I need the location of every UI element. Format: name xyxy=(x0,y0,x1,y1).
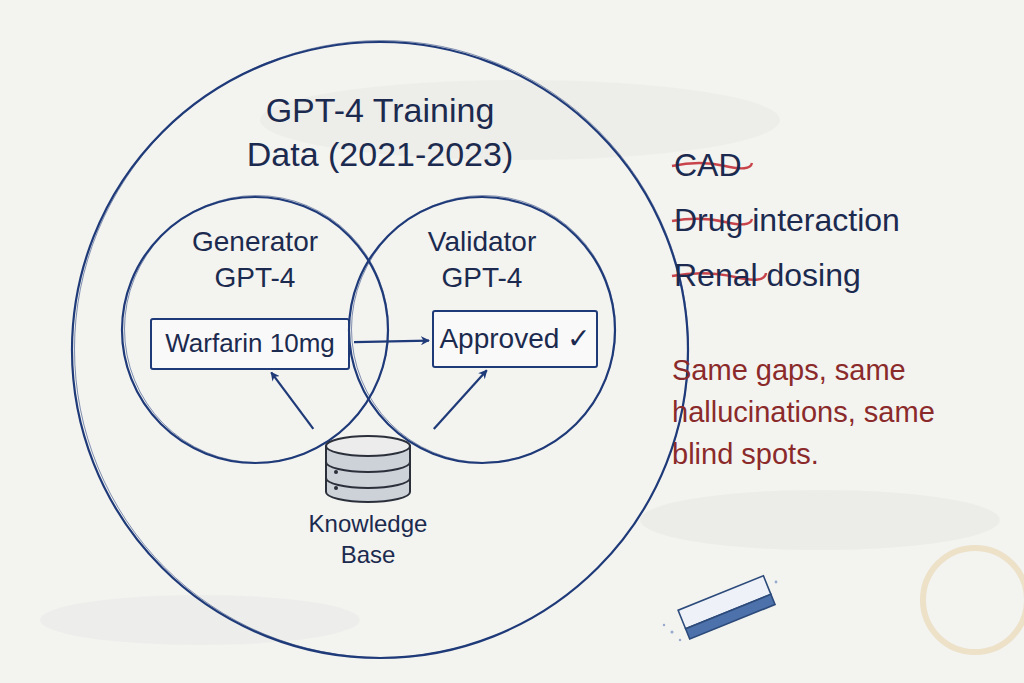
model-circle: Generator GPT-4Warfarin 10mg xyxy=(120,195,390,465)
cylinder-dot xyxy=(334,486,338,490)
data-scope-circle: GPT-4 Training Data (2021-2023) Generator… xyxy=(70,40,690,660)
arrow-connector xyxy=(271,372,313,428)
eraser-illustration xyxy=(678,576,775,639)
cylinder-band xyxy=(326,462,410,472)
dust xyxy=(775,581,778,584)
cylinder-band xyxy=(326,478,410,488)
smudge xyxy=(640,490,1000,550)
circle-outline xyxy=(349,197,615,463)
arrow-connector xyxy=(434,370,487,429)
eraser-dust xyxy=(663,581,778,642)
dust xyxy=(679,639,681,641)
warning-note: Same gaps, same hallucinations, same bli… xyxy=(672,349,972,475)
output-box: Warfarin 10mg xyxy=(150,318,350,370)
circle-sketch-stroke xyxy=(75,41,689,658)
cylinder-dot xyxy=(334,470,338,474)
struck-item: Drug interaction xyxy=(674,201,974,239)
verdict-box: Approved ✓ xyxy=(432,310,598,368)
smudge xyxy=(40,595,360,645)
node-label: Generator GPT-4 xyxy=(170,224,340,297)
cylinder-top xyxy=(326,436,410,456)
model-circle: Validator GPT-4Approved ✓ xyxy=(347,195,617,465)
circle-sketch-stroke xyxy=(125,196,389,463)
database-node: Knowledge Base xyxy=(298,432,438,572)
circle-sketch-stroke xyxy=(352,196,616,463)
node-label: Approved ✓ xyxy=(434,312,596,366)
circle-outline xyxy=(122,197,388,463)
eraser-felt xyxy=(686,594,775,639)
database-cylinder xyxy=(326,436,410,502)
node-label: Knowledge Base xyxy=(298,508,438,570)
cylinder-body xyxy=(326,446,410,502)
node-label: Warfarin 10mg xyxy=(152,320,348,368)
dust xyxy=(663,624,665,626)
node-label: GPT-4 Training Data (2021-2023) xyxy=(235,88,525,176)
arrow-connector xyxy=(354,341,429,342)
coffee-stain xyxy=(923,548,1024,652)
node-label: Validator GPT-4 xyxy=(397,224,567,297)
circle-outline xyxy=(72,42,688,658)
dust xyxy=(671,631,674,634)
struck-item: CAD xyxy=(674,146,974,184)
struck-item: Renal dosing xyxy=(674,256,974,294)
